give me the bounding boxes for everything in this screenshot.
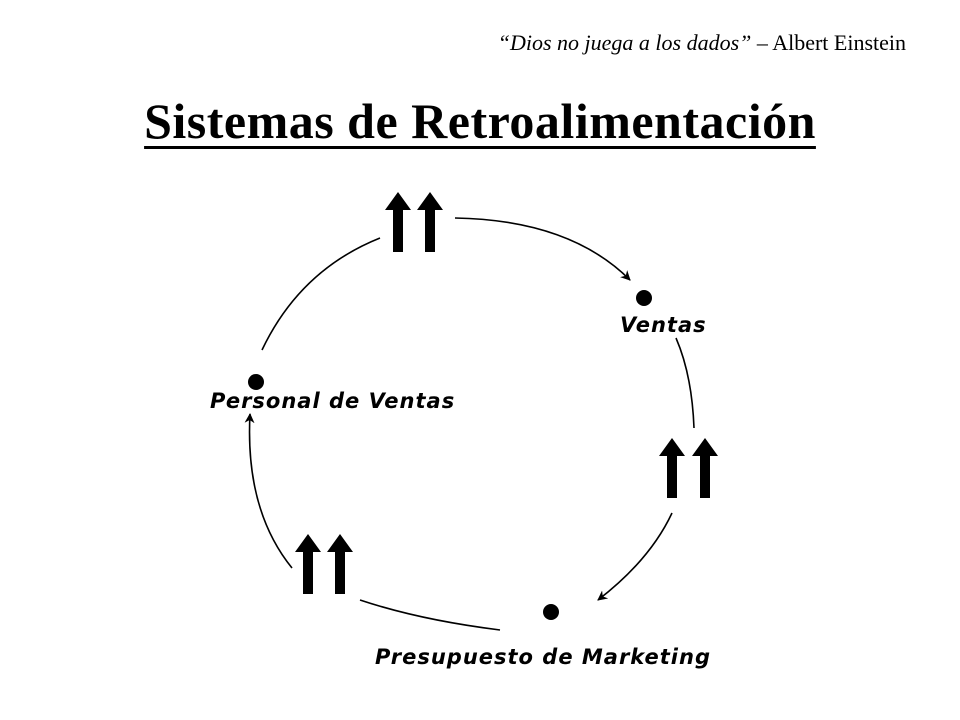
node-label-ventas: Ventas <box>620 313 707 337</box>
arc-left-lower <box>244 413 293 569</box>
arc-top-right <box>454 217 631 281</box>
node-label-presupuesto: Presupuesto de Marketing <box>375 645 711 669</box>
double-up-arrow-icon <box>295 534 353 594</box>
arc-left-upper <box>261 237 381 351</box>
node-dot-ventas <box>636 290 652 306</box>
arc-bottom <box>359 599 501 631</box>
node-dot-presupuesto <box>543 604 559 620</box>
double-up-arrow-icon <box>659 438 718 498</box>
double-up-arrow-icon <box>385 192 443 252</box>
node-label-personal: Personal de Ventas <box>210 389 455 413</box>
quote-text: “Dios no juega a los dados” <box>497 30 752 55</box>
page-title: Sistemas de Retroalimentación <box>144 93 816 149</box>
node-dot-personal <box>248 374 264 390</box>
quote-author: – Albert Einstein <box>756 30 906 55</box>
arc-right-lower <box>597 512 673 601</box>
arc-right-upper <box>675 337 695 429</box>
header-quote: “Dios no juega a los dados” – Albert Ein… <box>498 30 906 56</box>
